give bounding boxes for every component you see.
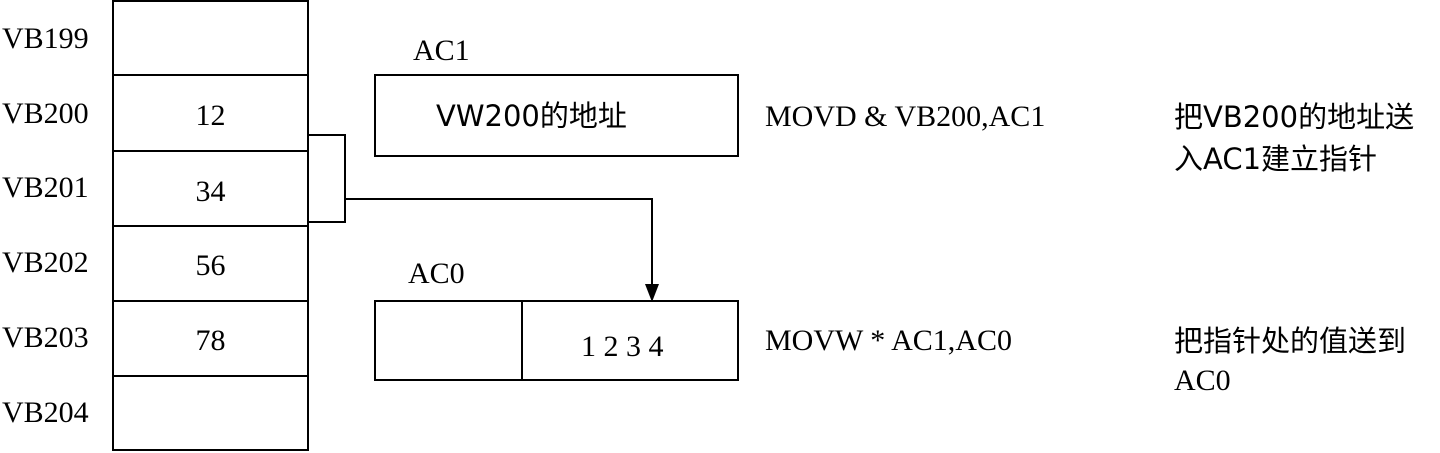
ac0-label: AC0 [408, 257, 465, 290]
ac0-divider [521, 302, 523, 379]
row-label-vb202: VB202 [2, 246, 89, 279]
row-label-vb200: VB200 [2, 97, 89, 130]
memory-cell-value: 12 [195, 99, 226, 132]
ac0-register-box: 1 2 3 4 [374, 300, 739, 381]
ac0-comment-line1: 把指针处的值送到 [1174, 324, 1407, 358]
memory-cell-vb201: 34 [114, 150, 307, 226]
ac0-content: 1 2 3 4 [581, 330, 664, 363]
arrow-line [345, 198, 653, 288]
memory-cell-value: 78 [195, 324, 226, 357]
row-label-vb199: VB199 [2, 22, 89, 55]
arrow-head [645, 284, 659, 302]
ac1-label: AC1 [413, 34, 470, 67]
ac1-instruction: MOVD & VB200,AC1 [765, 100, 1046, 133]
memory-cell-vb199 [114, 0, 307, 75]
ac1-content: VW200的地址 [436, 99, 627, 133]
memory-cell-vb204 [114, 375, 307, 451]
memory-table: 12 34 56 78 [112, 0, 309, 451]
ac0-comment-line2: AC0 [1174, 364, 1231, 397]
ac1-comment-line1: 把VB200的地址送 [1174, 100, 1415, 134]
ac1-comment-line2: 入AC1建立指针 [1174, 142, 1378, 176]
ac0-instruction: MOVW * AC1,AC0 [765, 324, 1012, 357]
row-label-vb204: VB204 [2, 396, 89, 429]
row-label-vb201: VB201 [2, 171, 89, 204]
memory-cell-value: 34 [195, 175, 226, 208]
memory-cell-vb203: 78 [114, 300, 307, 376]
memory-cell-vb200: 12 [114, 74, 307, 150]
ac1-register-box: VW200的地址 [374, 74, 739, 157]
row-label-vb203: VB203 [2, 321, 89, 354]
bracket-line [309, 134, 346, 223]
memory-cell-vb202: 56 [114, 225, 307, 301]
memory-cell-value: 56 [195, 249, 226, 282]
